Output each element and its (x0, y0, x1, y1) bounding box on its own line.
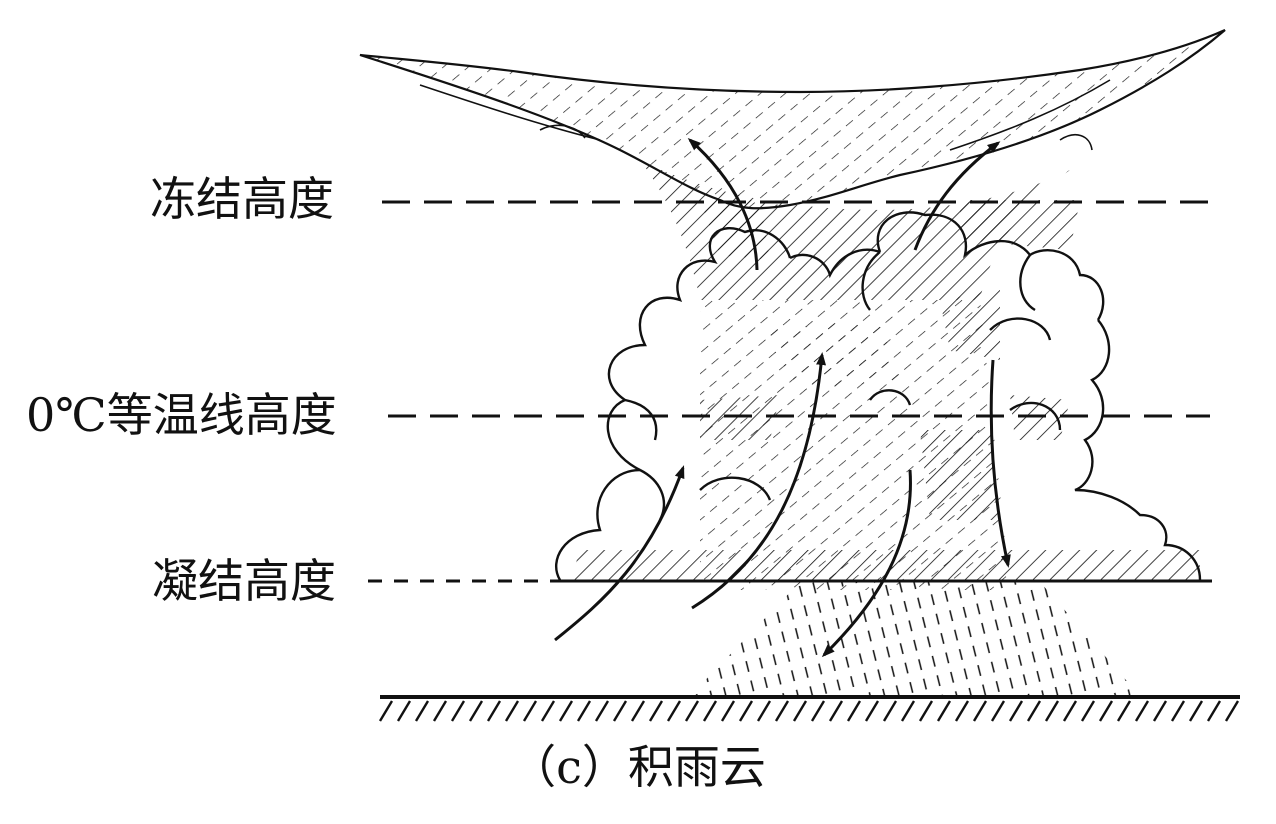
rain-shaft (690, 582, 1140, 696)
figure-caption: （c）积雨云 (0, 744, 1276, 790)
zero-isotherm-level-label: 0℃等温线高度 (26, 392, 337, 438)
ground (380, 697, 1240, 721)
freezing-level-label: 冻结高度 (150, 176, 334, 222)
condensation-level-label: 凝结高度 (152, 558, 336, 604)
anvil-top (360, 30, 1225, 208)
ground-hatching (380, 701, 1238, 721)
